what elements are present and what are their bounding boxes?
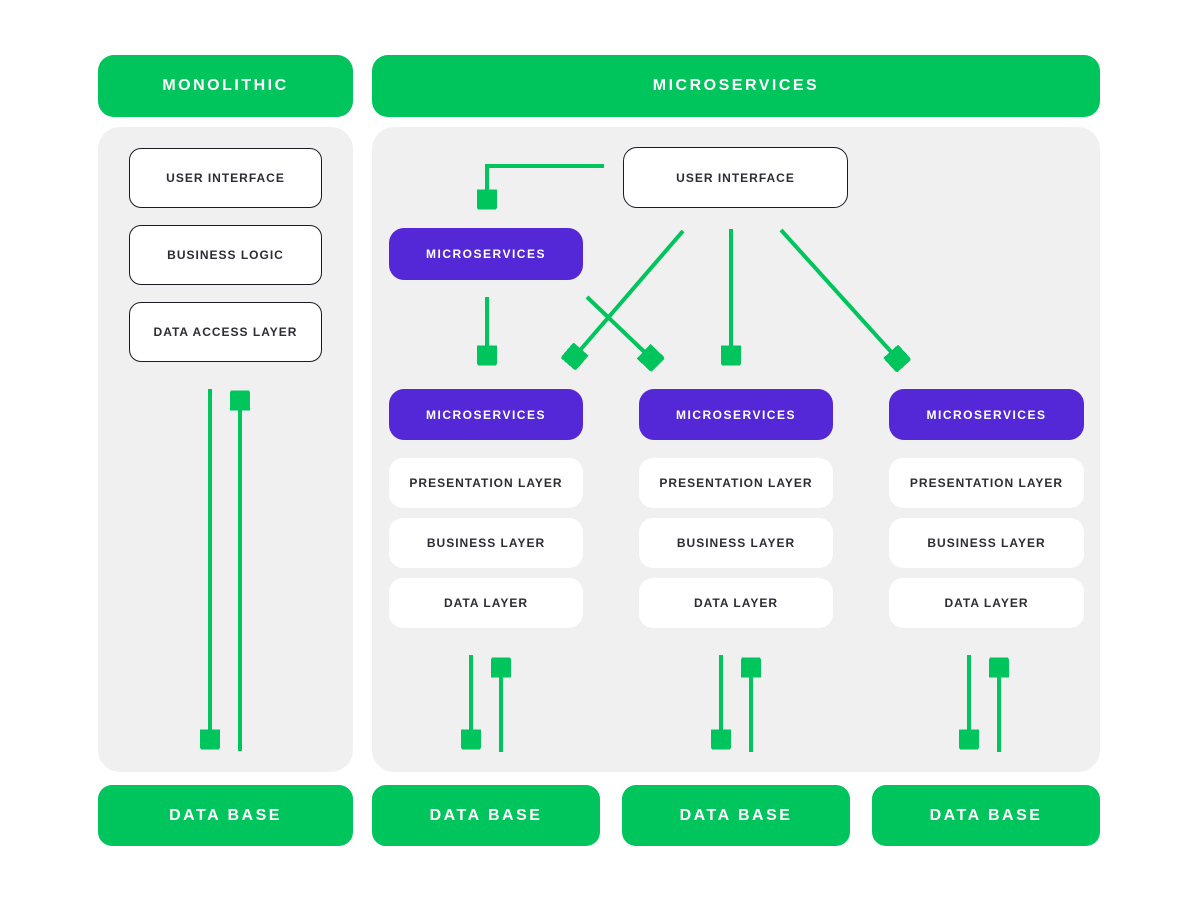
col1-presentation-layer-box: PRESENTATION LAYER xyxy=(389,458,583,508)
col3-database-button: DATA BASE xyxy=(872,785,1100,846)
micro-service-box-3: MICROSERVICES xyxy=(889,389,1084,440)
micro-gateway-box: MICROSERVICES xyxy=(389,228,583,280)
monolithic-header: MONOLITHIC xyxy=(98,55,353,117)
col3-presentation-layer-box: PRESENTATION LAYER xyxy=(889,458,1084,508)
col2-business-layer-box: BUSINESS LAYER xyxy=(639,518,833,568)
micro-user-interface-box: USER INTERFACE xyxy=(623,147,848,208)
mono-user-interface-box: USER INTERFACE xyxy=(129,148,322,208)
micro-service-box-1: MICROSERVICES xyxy=(389,389,583,440)
col2-database-button: DATA BASE xyxy=(622,785,850,846)
col3-business-layer-box: BUSINESS LAYER xyxy=(889,518,1084,568)
col3-data-layer-box: DATA LAYER xyxy=(889,578,1084,628)
monolithic-panel xyxy=(98,127,353,772)
mono-database-button: DATA BASE xyxy=(98,785,353,846)
microservices-header: MICROSERVICES xyxy=(372,55,1100,117)
col2-presentation-layer-box: PRESENTATION LAYER xyxy=(639,458,833,508)
microservices-panel xyxy=(372,127,1100,772)
col1-data-layer-box: DATA LAYER xyxy=(389,578,583,628)
col1-business-layer-box: BUSINESS LAYER xyxy=(389,518,583,568)
mono-business-logic-box: BUSINESS LOGIC xyxy=(129,225,322,285)
mono-data-access-layer-box: DATA ACCESS LAYER xyxy=(129,302,322,362)
col1-database-button: DATA BASE xyxy=(372,785,600,846)
col2-data-layer-box: DATA LAYER xyxy=(639,578,833,628)
micro-service-box-2: MICROSERVICES xyxy=(639,389,833,440)
